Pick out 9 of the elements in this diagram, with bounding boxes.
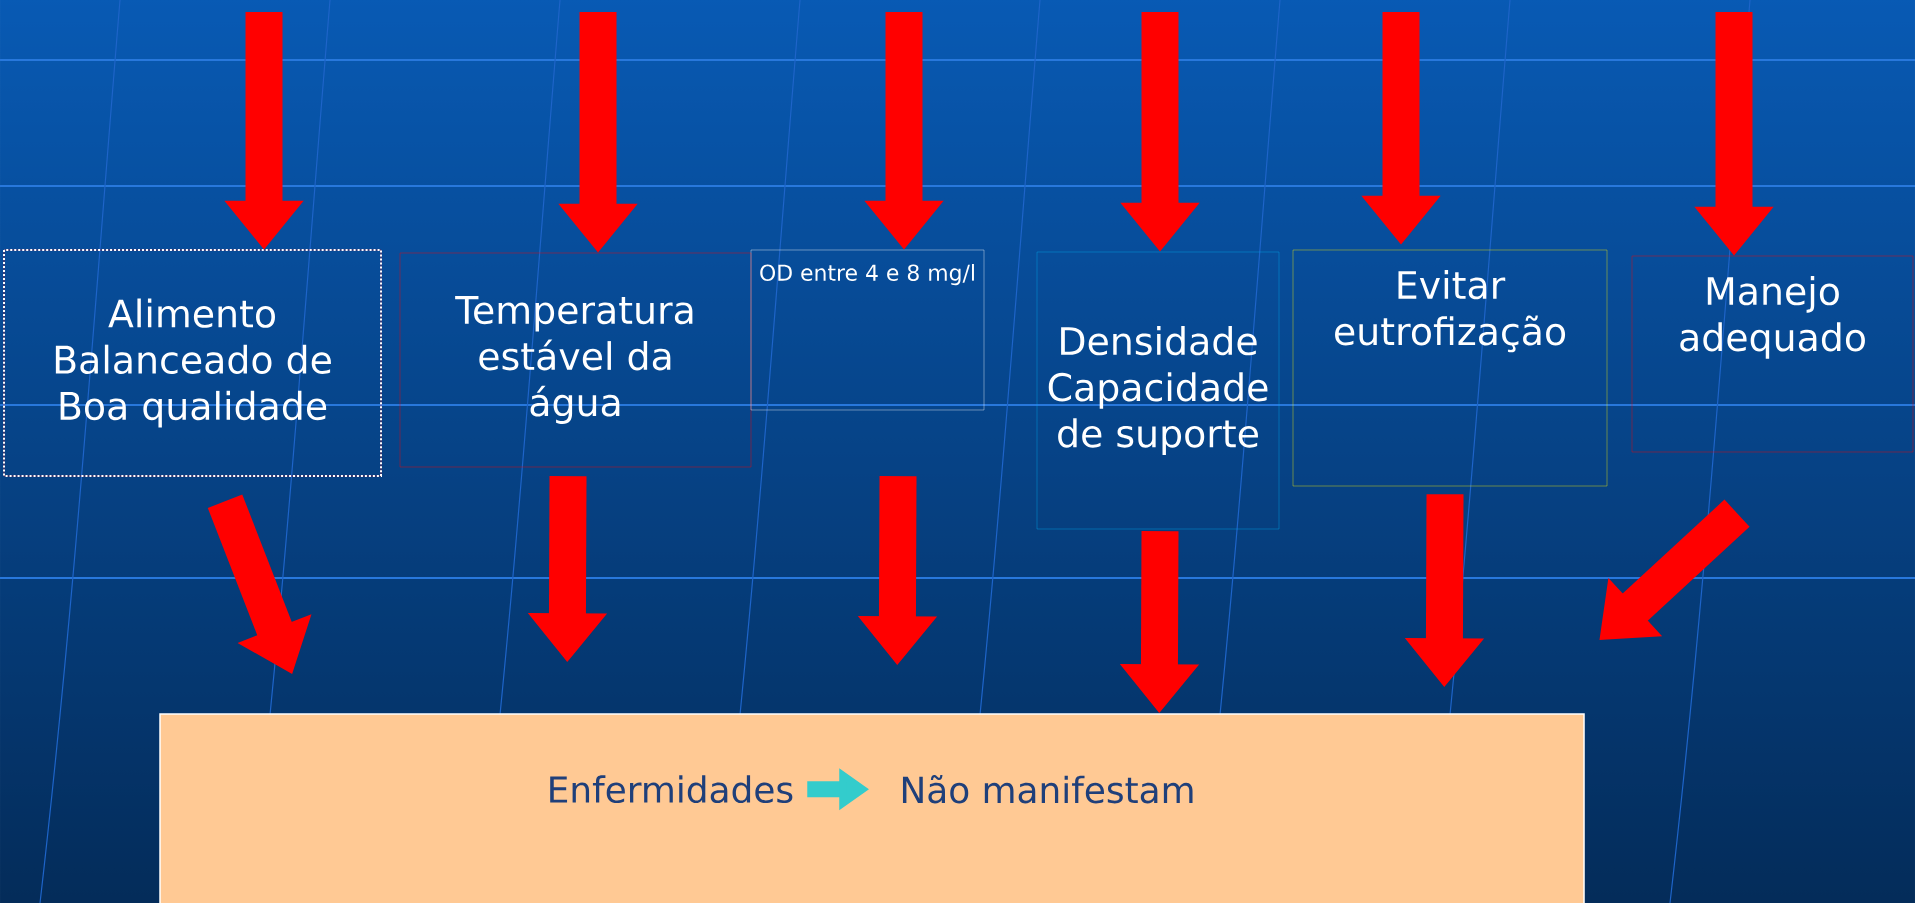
text-box: Manejo adequado [1631,255,1914,453]
text-box: Temperatura estável da água [399,252,752,468]
result-text: Não manifestam [902,775,1193,804]
text-box: Alimento Balanceado de Boa qualidade [3,249,382,477]
text-box: OD entre 4 e 8 mg/l [750,249,985,411]
result-text: Enfermidades [550,775,793,804]
text-box: Evitar eutrofização [1292,249,1608,487]
result-panel [159,713,1585,903]
text-box: Densidade Capacidade de suporte [1036,251,1280,530]
